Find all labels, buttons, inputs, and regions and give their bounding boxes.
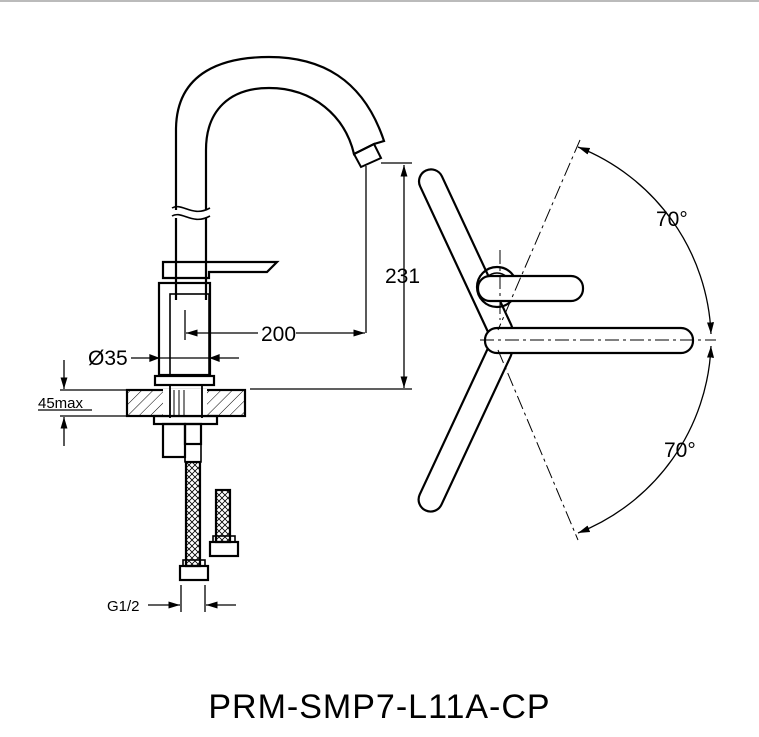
spout-body	[174, 55, 386, 210]
model-code: PRM-SMP7-L11A-CP	[208, 688, 551, 726]
dim-thread-label: G1/2	[107, 598, 140, 615]
lever-handle	[161, 260, 280, 280]
spout-rotated-down	[417, 337, 514, 513]
spout-rotated-up	[417, 168, 514, 344]
dim-diameter-label: Ø35	[88, 347, 128, 370]
base-plate	[153, 374, 216, 387]
thread-lines	[173, 390, 185, 416]
hose-nut-right	[208, 540, 240, 558]
angle-arc-bottom	[577, 345, 715, 534]
angle-arc-top	[577, 146, 715, 335]
dim-height-label: 231	[385, 265, 420, 288]
dim-reach-label: 200	[261, 323, 296, 346]
hose-ferrule-right	[212, 535, 236, 543]
spout-column	[174, 218, 208, 300]
hose-left	[184, 460, 202, 568]
top-border	[0, 0, 759, 2]
side-view	[125, 55, 386, 582]
angle-top-label: 70°	[656, 208, 688, 231]
shank	[169, 385, 203, 418]
lower-shank	[161, 422, 187, 459]
dim-thickness-label: 45max	[38, 395, 84, 412]
hose-nut-left	[178, 564, 210, 582]
break-mark-2	[171, 213, 211, 221]
break-mark	[171, 205, 211, 213]
fixing-nut	[152, 414, 219, 426]
lower-shank-2	[183, 422, 203, 446]
angle-bottom-label: 70°	[664, 439, 696, 462]
hose-ferrule-left	[182, 559, 206, 567]
spout-tip	[352, 142, 383, 169]
tap-body-inner	[169, 293, 210, 376]
dimension-lines	[38, 162, 412, 612]
hose-right	[214, 488, 232, 544]
top-view	[417, 139, 716, 541]
lever-top	[476, 274, 585, 303]
hose-connector	[184, 444, 202, 463]
